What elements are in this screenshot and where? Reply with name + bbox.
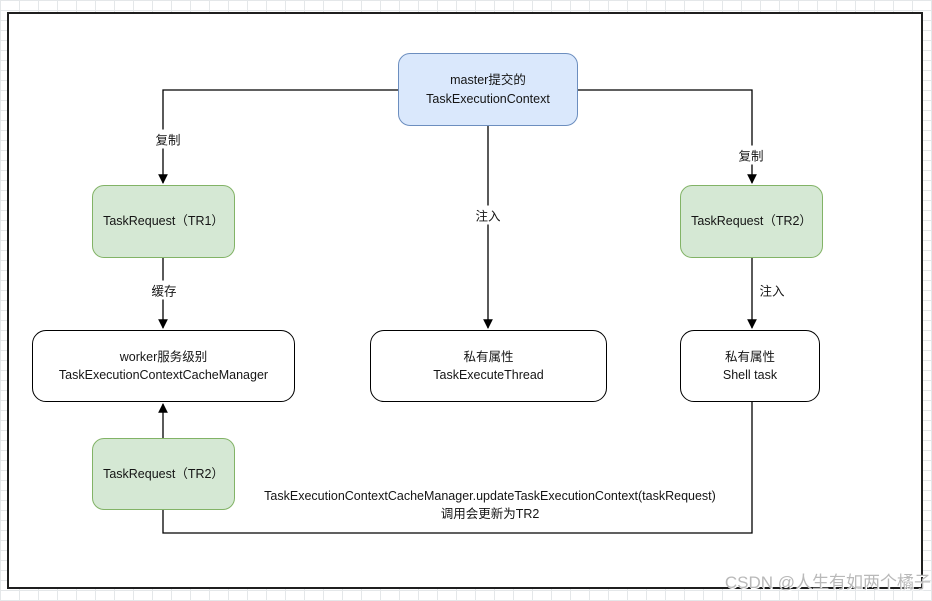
node-task-request-tr2-bottom: TaskRequest（TR2） [92,438,235,510]
node-shell-task: 私有属性 Shell task [680,330,820,402]
edge-label-copy-right: 复制 [736,145,766,165]
node-master-line2: TaskExecutionContext [426,91,550,106]
node-shell-task-line2: Shell task [722,368,778,382]
node-master-task-execution-context: master提交的 TaskExecutionContext [398,53,578,126]
node-cache-manager-line2: TaskExecutionContextCacheManager [58,368,269,382]
edge-label-cache: 缓存 [149,280,179,300]
node-task-execute-thread: 私有属性 TaskExecuteThread [370,330,607,402]
node-task-request-tr2-right: TaskRequest（TR2） [680,185,823,258]
node-master-line1: master提交的 [450,73,526,88]
edge-label-copy-left: 复制 [153,129,183,149]
node-thread-line1: 私有属性 [463,349,514,364]
update-note-line1: TaskExecutionContextCacheManager.updateT… [264,489,716,503]
csdn-watermark: CSDN @人生有如两个橘子 [724,573,931,592]
node-shell-task-line1: 私有属性 [724,349,775,364]
node-task-request-tr1: TaskRequest（TR1） [92,185,235,258]
node-cache-manager: worker服务级别 TaskExecutionContextCacheMana… [32,330,295,402]
edge-label-inject-mid: 注入 [473,205,503,225]
update-note: TaskExecutionContextCacheManager.updateT… [245,487,735,523]
update-note-line2: 调用会更新为TR2 [440,507,540,522]
edge-label-inject-right: 注入 [757,280,787,300]
node-thread-line2: TaskExecuteThread [433,368,544,382]
node-tr2-bottom-label: TaskRequest（TR2） [103,466,224,481]
node-tr1-label: TaskRequest（TR1） [103,214,224,229]
node-cache-manager-line1: worker服务级别 [119,349,208,364]
node-tr2-right-label: TaskRequest（TR2） [691,214,812,229]
